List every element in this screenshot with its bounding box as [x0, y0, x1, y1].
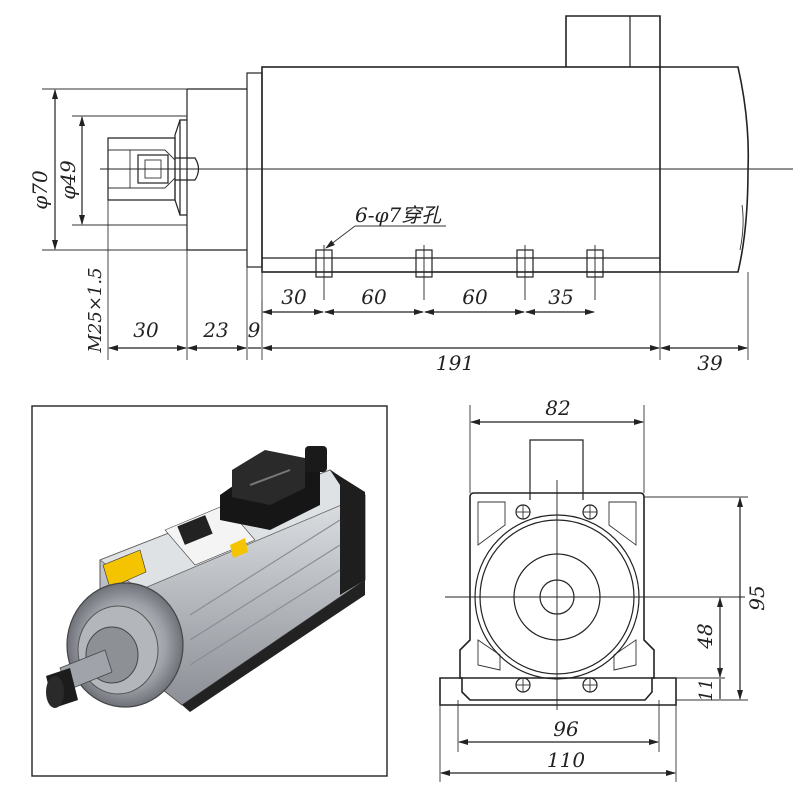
end-housing	[459, 492, 655, 679]
rear-cap	[660, 66, 750, 273]
side-view: φ70 φ49 M25×1.5 6-φ7穿孔 30 60 60 35 30 23…	[28, 15, 793, 375]
hole-spacing-3: 60	[462, 285, 488, 309]
dia-inner-label: φ49	[56, 160, 80, 200]
base-width-label: 110	[547, 748, 585, 772]
end-view: 82 95 48 11 96 110	[439, 396, 769, 782]
front-flange	[246, 72, 263, 268]
height-total-label: 95	[745, 585, 769, 610]
hole-note: 6-φ7穿孔	[355, 203, 442, 227]
collet-nut	[107, 137, 176, 201]
length-body: 191	[436, 351, 474, 375]
mount-holes-side	[315, 245, 604, 300]
motor-body-outline	[261, 66, 661, 273]
center-height-label: 48	[693, 623, 717, 649]
thread-label: M25×1.5	[85, 267, 106, 353]
width-top-label: 82	[545, 396, 570, 420]
hole-spacing-2: 60	[361, 285, 387, 309]
hole-spacing-1: 30	[281, 285, 307, 309]
product-photo	[31, 405, 388, 777]
length-nose: 30	[133, 318, 159, 342]
hole-spacing-4: 35	[548, 285, 573, 309]
end-screws	[515, 504, 598, 693]
length-collar: 9	[248, 318, 261, 342]
end-base-plate	[439, 677, 677, 706]
length-flange: 23	[202, 318, 228, 342]
dia-outer-label: φ70	[28, 170, 52, 210]
base-thickness-label: 11	[696, 679, 717, 702]
length-rear: 39	[697, 351, 723, 375]
junction-box-end	[529, 439, 584, 500]
mount-spacing-label: 96	[553, 717, 579, 741]
junction-box-side	[565, 15, 661, 67]
